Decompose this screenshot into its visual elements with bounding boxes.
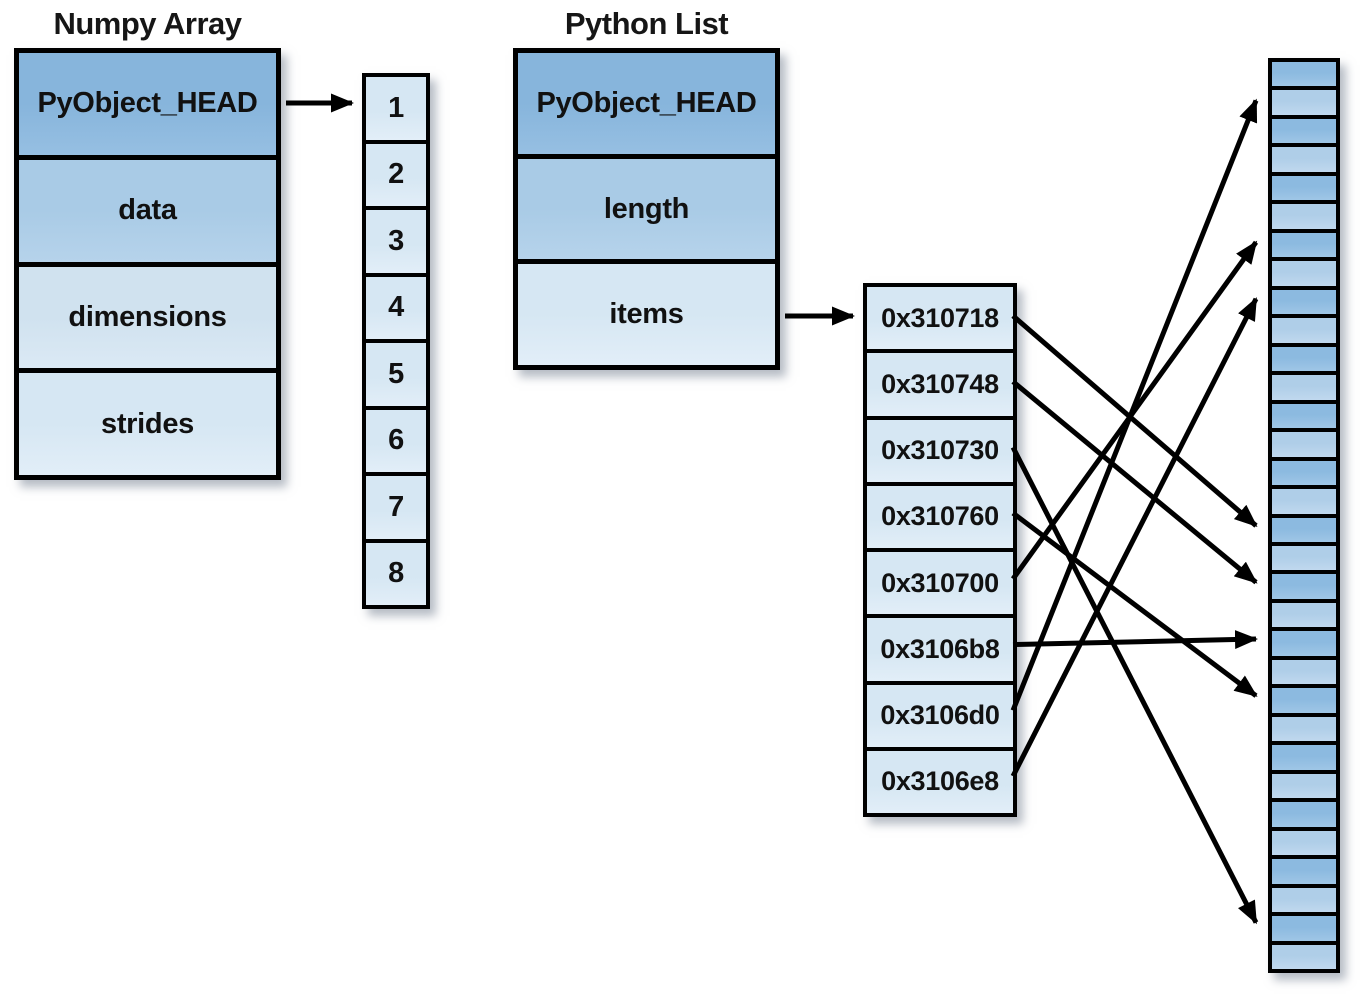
memory-cell-14	[1272, 428, 1336, 457]
address-cell-0x310730-label: 0x310730	[881, 435, 999, 466]
memory-cell-23	[1272, 684, 1336, 713]
memory-cell-22	[1272, 655, 1336, 685]
pointer-arrow-0x3106d0	[1010, 98, 1259, 712]
memory-cell-32	[1272, 940, 1336, 969]
value-cell-4: 4	[366, 272, 426, 339]
pointer-arrow-0x310700	[1010, 240, 1259, 581]
address-cell-0x310718: 0x310718	[867, 287, 1013, 350]
numpy-row-dimensions: dimensions	[19, 261, 276, 369]
pointer-arrow-0x310760	[1011, 511, 1258, 698]
memory-cell-17	[1272, 513, 1336, 542]
address-cell-0x3106d0-label: 0x3106d0	[880, 700, 1000, 731]
value-cell-2-label: 2	[388, 158, 404, 191]
memory-cell-1	[1272, 62, 1336, 87]
value-cell-5: 5	[366, 339, 426, 406]
address-cell-0x310718-label: 0x310718	[881, 302, 999, 333]
numpy-row-data-label: data	[118, 194, 177, 227]
memory-cell-25	[1272, 741, 1336, 770]
memory-cell-18	[1272, 541, 1336, 571]
item-pointer-column: 0x310718 0x310748 0x310730 0x310760 0x310700…	[863, 283, 1017, 817]
value-cell-1: 1	[366, 77, 426, 140]
python-row-length-label: length	[603, 192, 690, 225]
address-cell-0x310748: 0x310748	[867, 349, 1013, 416]
python-row-items-label: items	[609, 298, 684, 331]
value-cell-8: 8	[366, 538, 426, 605]
memory-cell-4	[1272, 143, 1336, 172]
numpy-row-pyobject_head: PyObject_HEAD	[19, 53, 276, 155]
memory-cell-19	[1272, 570, 1336, 599]
memory-cell-8	[1272, 257, 1336, 286]
memory-cell-13	[1272, 399, 1336, 429]
memory-cell-12	[1272, 371, 1336, 400]
memory-cell-20	[1272, 598, 1336, 628]
numpy-row-pyobject_head-label: PyObject_HEAD	[37, 87, 258, 120]
pointer-arrow-0x3106e8	[1010, 297, 1259, 778]
memory-cell-30	[1272, 883, 1336, 913]
address-cell-0x310700: 0x310700	[867, 548, 1013, 615]
value-cell-7-label: 7	[388, 490, 404, 523]
pointer-arrow-0x310718	[1011, 313, 1258, 528]
memory-cell-6	[1272, 200, 1336, 229]
memory-cell-27	[1272, 798, 1336, 827]
memory-cell-28	[1272, 826, 1336, 856]
memory-cell-9	[1272, 285, 1336, 315]
numpy-data-buffer-column: 1 2 3 4 5 6 7 8	[362, 73, 430, 609]
address-cell-0x3106e8-label: 0x3106e8	[881, 766, 999, 797]
address-cell-0x310760: 0x310760	[867, 481, 1013, 548]
python-row-length: length	[518, 153, 775, 260]
memory-cell-26	[1272, 769, 1336, 799]
numpy-row-strides-label: strides	[101, 407, 194, 440]
memory-cell-31	[1272, 912, 1336, 941]
numpy-array-title: Numpy Array	[53, 6, 242, 41]
memory-cell-7	[1272, 228, 1336, 258]
memory-cell-16	[1272, 485, 1336, 514]
address-cell-0x310730: 0x310730	[867, 415, 1013, 482]
numpy-row-data: data	[19, 154, 276, 262]
python-row-pyobject_head: PyObject_HEAD	[518, 53, 775, 154]
python-row-items: items	[518, 259, 775, 366]
value-cell-6: 6	[366, 405, 426, 472]
value-cell-3: 3	[366, 206, 426, 273]
python-row-pyobject_head-label: PyObject_HEAD	[536, 86, 757, 119]
address-cell-0x3106b8: 0x3106b8	[867, 614, 1013, 681]
numpy-row-dimensions-label: dimensions	[68, 300, 227, 333]
address-cell-0x3106d0: 0x3106d0	[867, 680, 1013, 747]
memory-cell-21	[1272, 627, 1336, 656]
value-cell-3-label: 3	[388, 224, 404, 257]
value-cell-1-label: 1	[388, 91, 404, 124]
memory-cell-3	[1272, 114, 1336, 144]
address-cell-0x310700-label: 0x310700	[881, 567, 999, 598]
python-list-title: Python List	[564, 6, 729, 41]
value-cell-7: 7	[366, 472, 426, 539]
memory-cell-2	[1272, 86, 1336, 115]
pointer-arrow-0x310730	[1010, 446, 1259, 925]
numpy-row-strides: strides	[19, 368, 276, 475]
address-cell-0x3106e8: 0x3106e8	[867, 746, 1013, 813]
memory-cell-24	[1272, 712, 1336, 742]
value-cell-4-label: 4	[388, 291, 404, 324]
memory-cell-5	[1272, 171, 1336, 201]
address-cell-0x310760-label: 0x310760	[881, 501, 999, 532]
value-cell-5-label: 5	[388, 357, 404, 390]
value-cell-2: 2	[366, 139, 426, 206]
value-cell-6-label: 6	[388, 424, 404, 457]
memory-cell-29	[1272, 855, 1336, 884]
pointer-arrow-0x310748	[1011, 379, 1258, 585]
memory-cell-10	[1272, 314, 1336, 343]
pointer-arrow-0x3106b8	[1012, 630, 1258, 650]
address-cell-0x3106b8-label: 0x3106b8	[880, 633, 1000, 664]
memory-column	[1268, 58, 1340, 973]
value-cell-8-label: 8	[388, 557, 404, 590]
address-cell-0x310748-label: 0x310748	[881, 368, 999, 399]
memory-cell-11	[1272, 342, 1336, 372]
memory-cell-15	[1272, 456, 1336, 486]
